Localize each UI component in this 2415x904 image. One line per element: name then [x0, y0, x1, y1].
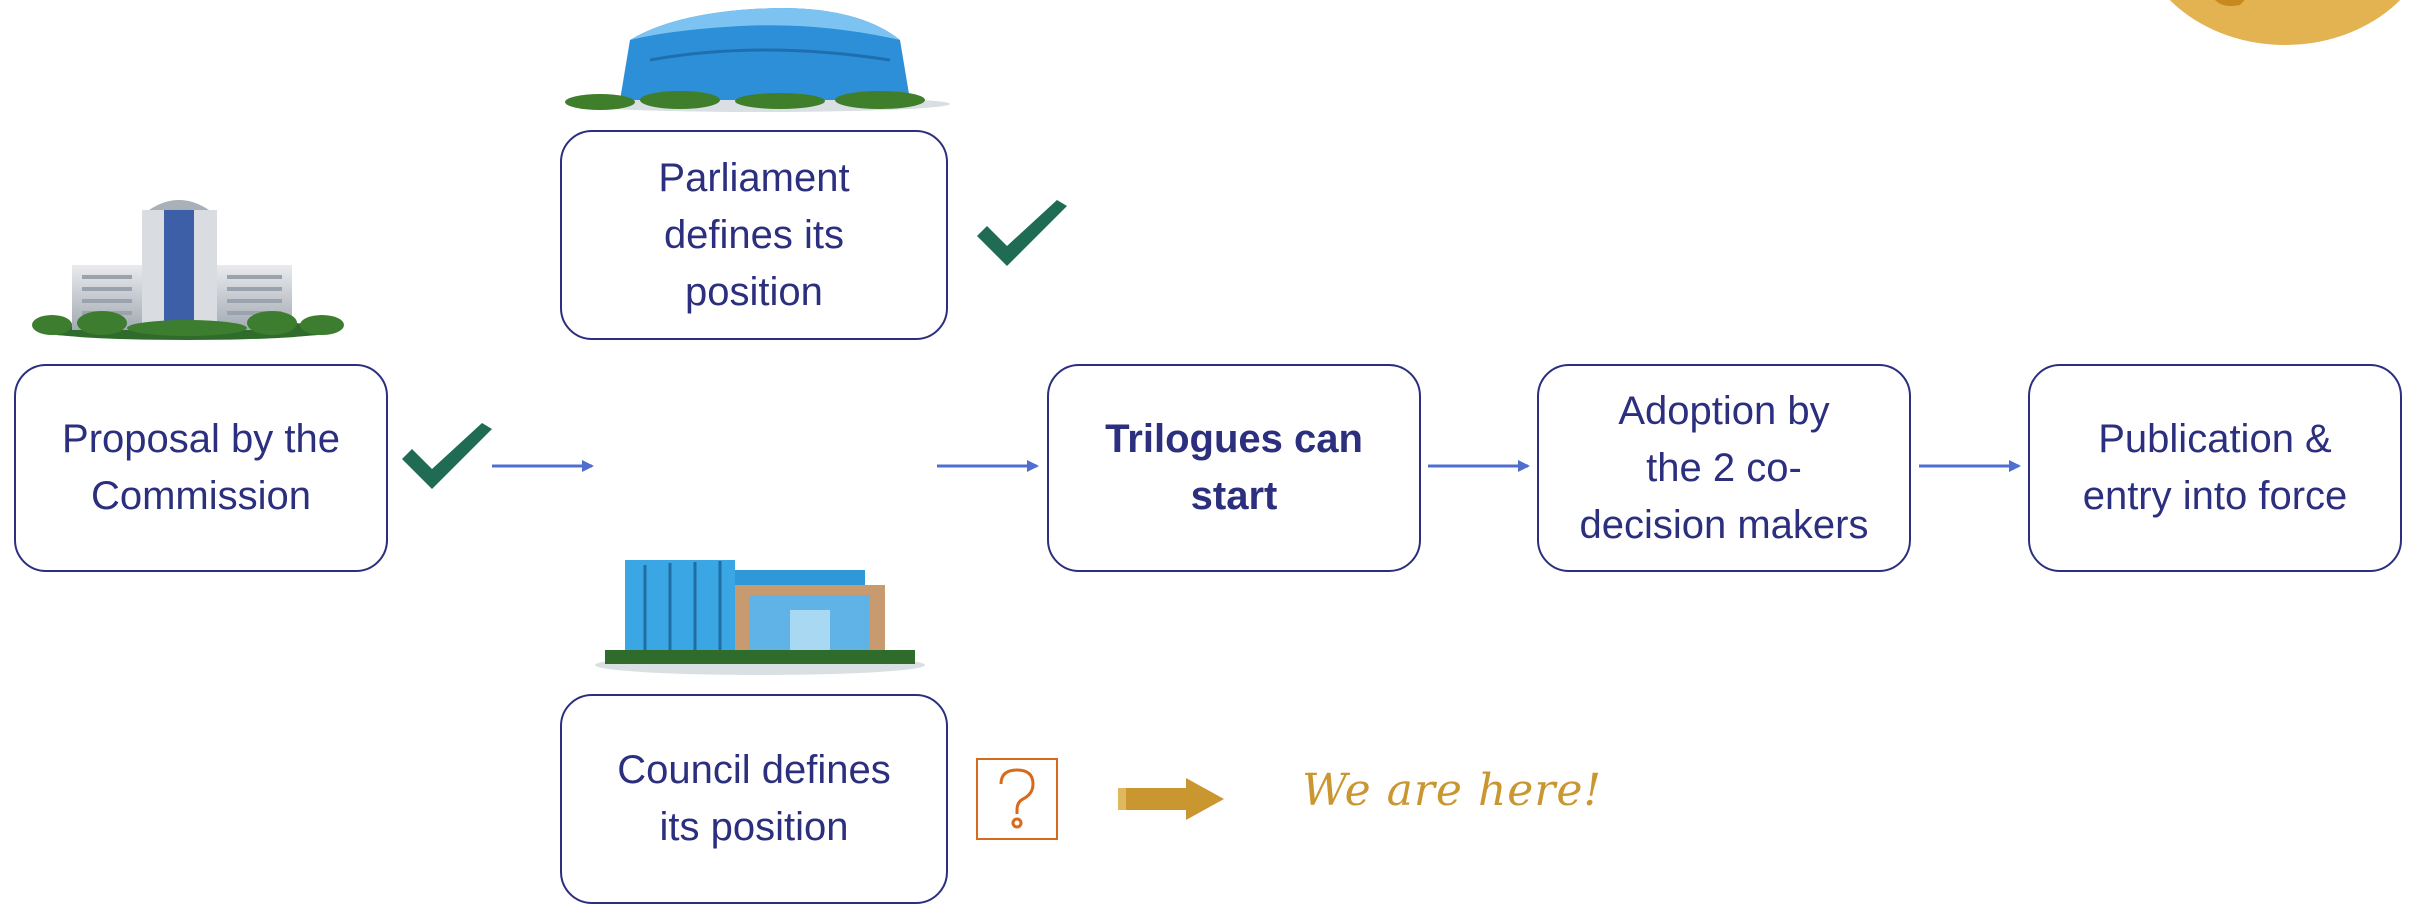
- check-mark-icon: [977, 200, 1067, 266]
- box-trilogues: Trilogues can start: [1047, 364, 1421, 572]
- box-adoption: Adoption by the 2 co- decision makers: [1537, 364, 1911, 572]
- we-are-here-label: We are here!: [1302, 765, 1603, 816]
- question-mark-icon: [976, 758, 1058, 840]
- box-publication: Publication & entry into force: [2028, 364, 2402, 572]
- council-building-image: [595, 560, 925, 675]
- box-proposal: Proposal by the Commission: [14, 364, 388, 572]
- commission-building-image: [32, 200, 344, 340]
- parliament-building-image: [565, 8, 950, 112]
- check-mark-icon: [402, 423, 492, 489]
- box-parliament: Parliament defines its position: [560, 130, 948, 340]
- box-council: Council defines its position: [560, 694, 948, 904]
- arrow-right-icon: [1118, 778, 1224, 820]
- logo: [2169, 0, 2401, 45]
